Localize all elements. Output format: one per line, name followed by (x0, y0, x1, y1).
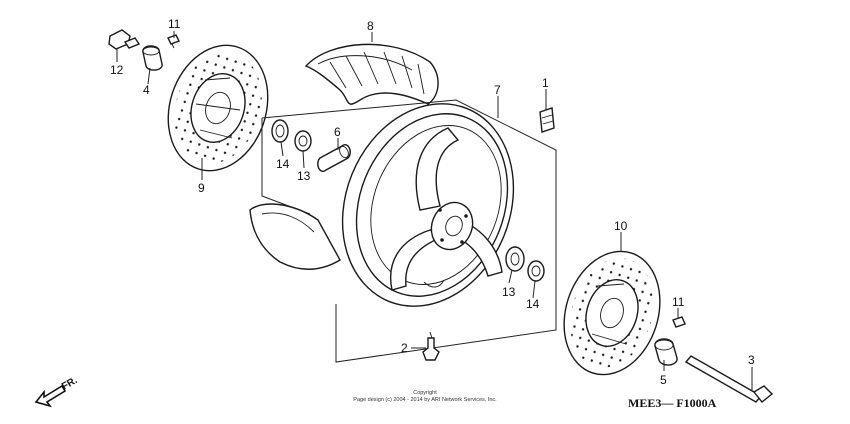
washer-11-top[interactable] (167, 34, 180, 49)
wheel-7[interactable] (313, 78, 543, 332)
brake-disc-right[interactable] (549, 239, 675, 387)
callout-14-left[interactable]: 14 (276, 157, 290, 171)
washer-11-bottom[interactable] (672, 316, 686, 328)
callout-1[interactable]: 1 (542, 76, 549, 90)
side-collar-5[interactable] (654, 338, 678, 366)
callout-6[interactable]: 6 (334, 125, 341, 139)
brake-disc-left[interactable] (153, 32, 284, 183)
assembly-bracket (261, 99, 557, 363)
bearing-14-left[interactable] (271, 119, 289, 143)
front-direction-arrow: FR. (34, 375, 80, 408)
tire-8[interactable] (304, 43, 439, 105)
callout-14-right[interactable]: 14 (526, 297, 540, 311)
tire-lower[interactable] (249, 203, 341, 270)
valve-2[interactable] (422, 331, 440, 361)
callout-2[interactable]: 2 (401, 341, 408, 355)
callout-10[interactable]: 10 (614, 219, 628, 233)
callout-8[interactable]: 8 (367, 19, 374, 33)
callout-5[interactable]: 5 (660, 373, 667, 387)
drawing-code: MEE3— F1000A (628, 396, 717, 410)
callout-11-top[interactable]: 11 (168, 17, 181, 31)
direction-label: FR. (60, 375, 80, 393)
callout-12[interactable]: 12 (110, 63, 124, 77)
callout-13-left[interactable]: 13 (297, 169, 311, 183)
copyright-line-2: Page design (c) 2004 - 2014 by ARI Netwo… (353, 397, 497, 403)
dust-seal-13-right[interactable] (505, 246, 525, 272)
callouts: 11 12 4 9 8 1 7 6 14 13 13 14 10 11 2 5 … (110, 17, 755, 387)
callout-11-bottom[interactable]: 11 (672, 295, 685, 309)
arrow-left-icon (34, 384, 67, 408)
leader-lines (116, 31, 753, 390)
dust-seal-13-left[interactable] (294, 130, 312, 152)
callout-13-right[interactable]: 13 (502, 285, 516, 299)
axle-3[interactable] (684, 355, 774, 403)
callout-7[interactable]: 7 (494, 83, 501, 97)
callout-4[interactable]: 4 (143, 83, 150, 97)
flange-bolt-12[interactable] (108, 29, 141, 50)
callout-9[interactable]: 9 (198, 181, 205, 195)
side-collar-4-top[interactable] (142, 45, 163, 71)
balance-weight-1[interactable] (539, 107, 555, 133)
bearing-14-right[interactable] (527, 260, 545, 282)
callout-3[interactable]: 3 (748, 353, 755, 367)
distance-collar-6[interactable] (317, 143, 351, 173)
copyright-line-1: Copyright (413, 390, 437, 396)
